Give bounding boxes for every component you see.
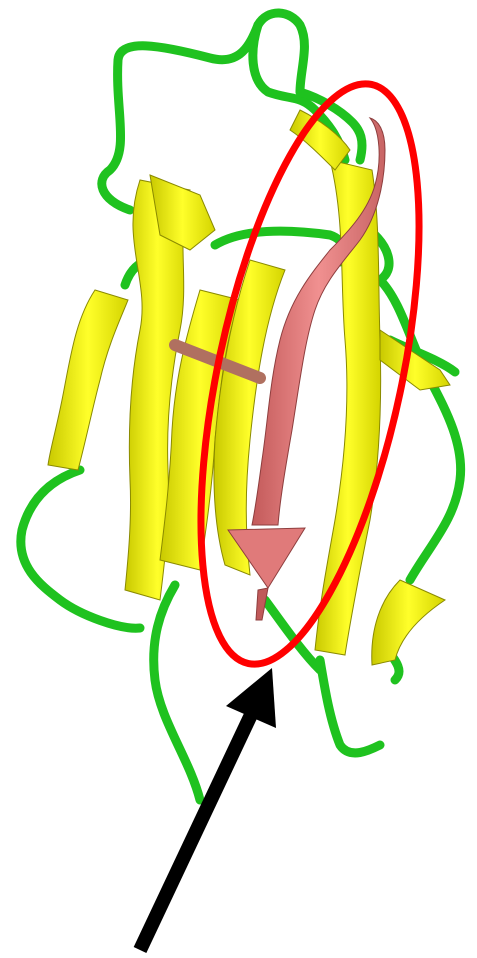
protein-ribbon-figure [0, 0, 477, 958]
